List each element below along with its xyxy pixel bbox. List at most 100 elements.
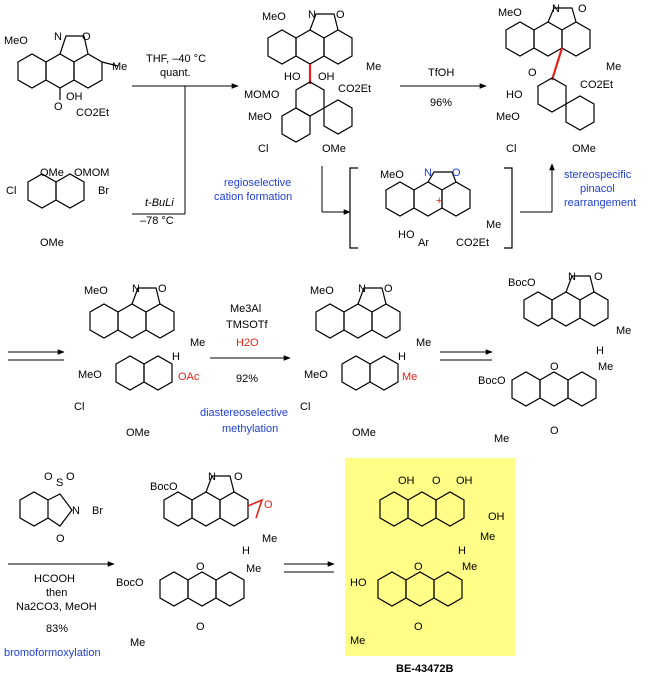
n-label-e: N [132, 283, 140, 295]
step3-reagent-3: H2O [236, 337, 259, 349]
step2-arrow: TfOH 96% [400, 67, 487, 109]
row3-arrows [284, 561, 335, 573]
me-label-f: Me [416, 337, 431, 349]
ome-label-e: OMe [126, 427, 150, 439]
step4-reagent-1: HCOOH [34, 573, 75, 585]
n-label-d: N [552, 3, 560, 15]
nitrogen-label: N [54, 31, 62, 43]
h-label-f: H [398, 351, 406, 363]
step4-annotation: bromoformoxylation [4, 647, 101, 659]
n-label-g: N [568, 271, 576, 283]
ketone-o-g: O [550, 361, 559, 373]
boco2-label-g: BocO [478, 375, 506, 387]
ar-label-i: Ar [418, 237, 429, 249]
h-label-h: H [242, 545, 250, 557]
o-label-e: O [158, 283, 167, 295]
meo-label-f: MeO [310, 285, 334, 297]
meo-label-d2: MeO [496, 111, 520, 123]
meo-label-f2: MeO [304, 369, 328, 381]
h-label-e: H [172, 351, 180, 363]
o-label-d: O [578, 3, 587, 15]
row2-lead-arrows [8, 349, 65, 361]
step4-arrow: HCOOH then Na2CO3, MeOH 83% bromoformoxy… [4, 561, 115, 659]
meo-label-c2: MeO [248, 111, 272, 123]
methyl-label: Me [112, 61, 127, 73]
compound-pinacol-product: MeO N O Me O CO2Et HO MeO Cl OMe [496, 3, 621, 155]
step1-annotation-2: cation formation [214, 191, 292, 203]
ho-label-i: HO [398, 229, 415, 241]
me-red-label-f: Me [402, 371, 417, 383]
me-label-p: Me [480, 531, 495, 543]
step1-annotation-1: regioselective [224, 177, 291, 189]
o-label-f: O [384, 283, 393, 295]
oh-label-c: OH [318, 71, 335, 83]
step3-annotation-2: methylation [222, 423, 278, 435]
h-label-g: H [596, 345, 604, 357]
compound-addition-product: MeO N O Me HO OH CO2Et MOMO MeO Cl OMe [244, 9, 381, 155]
n-label-h: N [208, 471, 216, 483]
step3-annotation-1: diastereoselective [200, 407, 288, 419]
compound-anthraquinone-boc: BocO N O Me H Me BocO O O Me [478, 271, 631, 445]
me-label-h: Me [262, 533, 277, 545]
s-label: S [56, 477, 63, 489]
compound-ketone-ester: MeO N O Me O OH CO2Et [4, 31, 127, 119]
compound-epoxide: BocO N O O Me H Me BocO O O Me [116, 471, 277, 649]
step2-reagent: TfOH [428, 67, 454, 79]
me3-label-p: Me [350, 635, 365, 647]
ketone-o3-p: O [414, 621, 423, 633]
compound-acetate: MeO N O Me H OAc MeO Cl OMe [74, 283, 205, 439]
ester-label: CO2Et [76, 107, 109, 119]
meo-label-i: MeO [380, 169, 404, 181]
cation-intermediate: MeO N O + Me HO Ar CO2Et [349, 167, 513, 249]
momo-label-c: MOMO [244, 89, 280, 101]
compound-be-43472b: OH O OH OH Me H Me HO O O Me [350, 475, 505, 647]
step4-reagent-2: then [46, 587, 67, 599]
ester-label-d: CO2Et [580, 79, 613, 91]
omom-label: OMOM [74, 167, 109, 179]
epoxide-o-h: O [264, 499, 273, 511]
o-label-g: O [594, 271, 603, 283]
cl-label-e: Cl [74, 401, 84, 413]
so-label-2: O [66, 471, 75, 483]
cl-label-f: Cl [300, 401, 310, 413]
boco2-label-h: BocO [116, 577, 144, 589]
step3-yield: 92% [236, 373, 258, 385]
compound-naphthyl-bromide: OMe OMOM Cl Br OMe [6, 167, 109, 249]
so-label-1: O [44, 471, 53, 483]
step3-reagent-2: TMSOTf [226, 319, 268, 331]
me2-label-h: Me [246, 563, 261, 575]
ome-label: OMe [40, 167, 64, 179]
step1-condition-1: THF, –40 °C [146, 53, 206, 65]
step2-annotation-1: stereospecific [564, 169, 632, 181]
bromo-label: Br [98, 185, 109, 197]
step2-annotation-3: rearrangement [564, 197, 636, 209]
ketone-o2-g: O [550, 425, 559, 437]
boco-label-h: BocO [150, 481, 178, 493]
oac-label-e: OAc [178, 371, 200, 383]
ho-label-p: HO [350, 577, 367, 589]
h-label-p: H [458, 545, 466, 557]
step1-condition-2: quant. [160, 67, 191, 79]
step1-arrow: THF, –40 °C quant. t-BuLi –78 °C [132, 53, 239, 227]
step3-reagent-1: Me3Al [230, 303, 261, 315]
ho-label-d: HO [506, 89, 523, 101]
meo-label-e2: MeO [78, 369, 102, 381]
br-label-s: Br [92, 505, 103, 517]
n-label-s: N [72, 505, 80, 517]
cl-label-c: Cl [258, 143, 268, 155]
me-label-e: Me [190, 337, 205, 349]
oh-label-p: OH [398, 475, 415, 487]
oh3-label-p: OH [488, 511, 505, 523]
n-label-c: N [308, 9, 316, 21]
ester-label-c: CO2Et [338, 83, 371, 95]
ester-label-i: CO2Et [456, 237, 489, 249]
me-label-d: Me [606, 61, 621, 73]
me3-label-g: Me [494, 433, 509, 445]
step1-temperature: –78 °C [140, 215, 174, 227]
ketone-oxygen-label: O [54, 101, 63, 113]
methoxy-label: MeO [4, 35, 28, 47]
meo-label-d: MeO [498, 7, 522, 19]
o-label-h: O [234, 471, 243, 483]
ketone-o2-p: O [414, 561, 423, 573]
ome-label-c: OMe [322, 143, 346, 155]
